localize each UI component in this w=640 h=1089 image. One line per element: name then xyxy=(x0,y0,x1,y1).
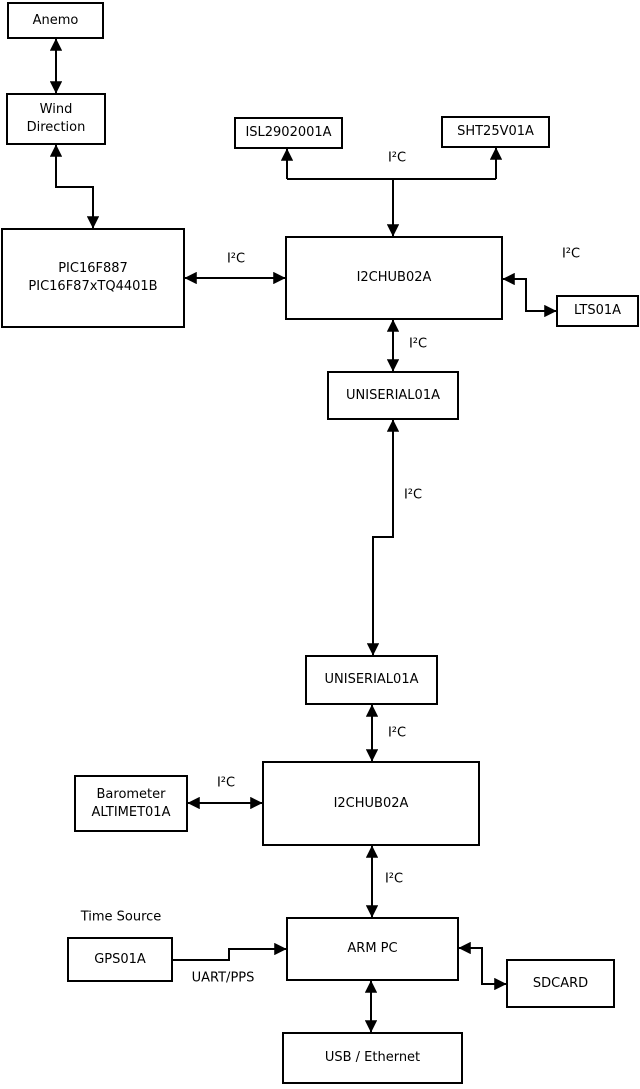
node-wind-direction-label-line1: Wind xyxy=(39,102,73,117)
node-isl2902001a-label: ISL2902001A xyxy=(245,125,332,140)
node-gps01a-label: GPS01A xyxy=(94,951,146,967)
node-wind-direction: Wind Direction xyxy=(6,93,106,145)
edge-label-i2c-pic-hub: I²C xyxy=(225,251,247,267)
edge-armpc-sdcard xyxy=(458,941,507,991)
edge-label-i2c-hub-armpc: I²C xyxy=(383,871,405,887)
edge-wind-pic xyxy=(49,144,100,229)
edge-label-i2c-uniserial-hub: I²C xyxy=(386,725,408,741)
node-anemo-label: Anemo xyxy=(32,12,79,28)
node-uniserial01a-top: UNISERIAL01A xyxy=(327,371,459,420)
node-barometer-label-line1: Barometer xyxy=(96,786,166,802)
node-i2chub02a-bottom: I2CHUB02A xyxy=(262,761,480,846)
node-wind-direction-label-line2: Direction xyxy=(26,120,86,135)
edge-i2chub-top-lts xyxy=(502,272,557,318)
edge-label-i2c-lts: I²C xyxy=(560,246,582,262)
node-arm-pc-label: ARM PC xyxy=(347,941,398,956)
node-pic16f887-label-line2: PIC16F87xTQ4401B xyxy=(28,279,158,294)
node-i2chub02a-top-label: I2CHUB02A xyxy=(356,270,432,285)
node-pic16f887-label-line1: PIC16F887 xyxy=(58,261,128,276)
node-sht25v01a: SHT25V01A xyxy=(441,116,550,148)
node-isl2902001a: ISL2902001A xyxy=(234,117,343,149)
node-arm-pc: ARM PC xyxy=(286,917,459,981)
node-gps01a: GPS01A xyxy=(67,937,173,982)
node-barometer: Barometer ALTIMET01A xyxy=(74,775,188,832)
edge-label-i2c-barometer: I²C xyxy=(215,775,237,791)
edge-label-time-source: Time Source xyxy=(79,909,163,925)
node-lts01a-label: LTS01A xyxy=(573,303,622,318)
node-i2chub02a-top: I2CHUB02A xyxy=(285,236,503,320)
node-uniserial01a-bottom: UNISERIAL01A xyxy=(305,655,438,705)
node-barometer-label-line2: ALTIMET01A xyxy=(91,804,171,820)
edge-uniserial-top-uniserial-bottom xyxy=(366,419,400,656)
node-usb-ethernet: USB / Ethernet xyxy=(282,1032,463,1084)
node-sht25v01a-label: SHT25V01A xyxy=(457,124,534,139)
node-lts01a: LTS01A xyxy=(556,295,639,327)
edge-label-uart-pps: UART/PPS xyxy=(190,970,256,986)
node-anemo: Anemo xyxy=(7,2,104,39)
edge-gps-armpc xyxy=(173,942,287,961)
edge-label-i2c-bus-top: I²C xyxy=(386,150,408,166)
node-uniserial01a-top-label: UNISERIAL01A xyxy=(346,387,440,403)
node-uniserial01a-bottom-label: UNISERIAL01A xyxy=(324,672,419,687)
node-i2chub02a-bottom-label: I2CHUB02A xyxy=(333,795,409,811)
edge-label-i2c-hub-uniserial: I²C xyxy=(407,336,429,352)
node-pic16f887: PIC16F887 PIC16F87xTQ4401B xyxy=(1,228,185,328)
node-sdcard: SDCARD xyxy=(506,959,615,1008)
edge-label-i2c-long-link: I²C xyxy=(402,487,424,503)
node-usb-ethernet-label: USB / Ethernet xyxy=(324,1050,421,1065)
node-sdcard-label: SDCARD xyxy=(532,975,589,991)
